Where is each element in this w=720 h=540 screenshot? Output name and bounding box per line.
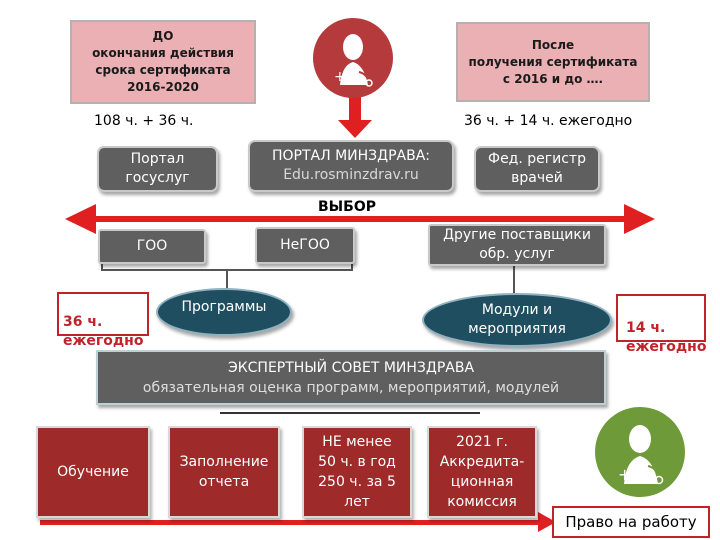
- step-training-label: Обучение: [57, 464, 129, 480]
- modules-label: Модули и мероприятия: [468, 302, 566, 337]
- before-certificate-text: ДО окончания действия срока сертификата …: [92, 29, 234, 94]
- down-arrow: [338, 96, 372, 138]
- doctor-avatar-icon: +: [313, 18, 393, 98]
- right-to-work-box: Право на работу: [552, 506, 710, 538]
- choice-label: ВЫБОР: [318, 199, 377, 215]
- right-hours-label: 14 ч. ежегодно: [626, 320, 707, 355]
- minzdrav-portal-title: ПОРТАЛ МИНЗДРАВА:: [271, 148, 430, 164]
- goo-label: ГОО: [136, 238, 168, 254]
- step-hours-label: НЕ менее 50 ч. в год 250 ч. за 5 лет: [318, 434, 396, 510]
- stethoscope-icon: [624, 425, 664, 485]
- expert-council-box: ЭКСПЕРТНЫЙ СОВЕТ МИНЗДРАВА обязательная …: [96, 350, 606, 405]
- right-hours-box: 14 ч. ежегодно: [616, 294, 706, 355]
- before-hours-label: 108 ч. + 36 ч.: [94, 113, 194, 129]
- medical-cross-icon: +: [334, 69, 346, 85]
- step-accreditation: 2021 г. Аккредита- ционная комиссия: [427, 426, 537, 518]
- step-report-label: Заполнение отчета: [179, 454, 269, 490]
- programs-label: Программы: [181, 299, 267, 315]
- medical-cross-icon: +: [618, 465, 631, 484]
- bracket-lines: [101, 262, 515, 296]
- right-to-work-label: Право на работу: [565, 513, 697, 531]
- left-hours-box: 36 ч. ежегодно: [57, 292, 149, 349]
- before-certificate-box: ДО окончания действия срока сертификата …: [70, 20, 256, 104]
- step-training: Обучение: [36, 426, 150, 518]
- fed-register-label: Фед. регистр врачей: [488, 151, 586, 186]
- step-hours: НЕ менее 50 ч. в год 250 ч. за 5 лет: [302, 426, 412, 518]
- stethoscope-icon: [340, 34, 373, 87]
- result-arrow: [40, 512, 556, 532]
- gosuslugi-portal-box[interactable]: Портал госуслуг: [97, 146, 218, 192]
- step-accreditation-label: 2021 г. Аккредита- ционная комиссия: [439, 434, 525, 510]
- negoo-label: НеГОО: [280, 237, 330, 253]
- other-providers-box[interactable]: Другие поставщики обр. услуг: [428, 224, 606, 266]
- left-hours-label: 36 ч. ежегодно: [63, 314, 144, 349]
- after-hours-label: 36 ч. + 14 ч. ежегодно: [464, 113, 633, 129]
- other-providers-label: Другие поставщики обр. услуг: [443, 227, 591, 262]
- step-report: Заполнение отчета: [168, 426, 280, 518]
- minzdrav-portal-box[interactable]: ПОРТАЛ МИНЗДРАВА: Edu.rosminzdrav.ru: [248, 140, 454, 192]
- modules-oval[interactable]: Модули и мероприятия: [422, 293, 612, 347]
- fed-register-box[interactable]: Фед. регистр врачей: [474, 146, 600, 192]
- expert-council-title: ЭКСПЕРТНЫЙ СОВЕТ МИНЗДРАВА: [227, 359, 475, 376]
- after-certificate-text: После получения сертификата с 2016 и до …: [468, 37, 638, 86]
- negoo-box[interactable]: НеГОО: [255, 227, 355, 264]
- expert-council-subtitle: обязательная оценка программ, мероприяти…: [142, 379, 560, 396]
- goo-box[interactable]: ГОО: [98, 229, 206, 264]
- after-certificate-box: После получения сертификата с 2016 и до …: [456, 22, 650, 102]
- gosuslugi-portal-label: Портал госуслуг: [125, 151, 190, 186]
- programs-oval[interactable]: Программы: [156, 288, 292, 336]
- choice-arrow: [65, 204, 655, 234]
- doctor-avatar-icon: +: [595, 407, 685, 497]
- minzdrav-portal-url[interactable]: Edu.rosminzdrav.ru: [283, 167, 419, 183]
